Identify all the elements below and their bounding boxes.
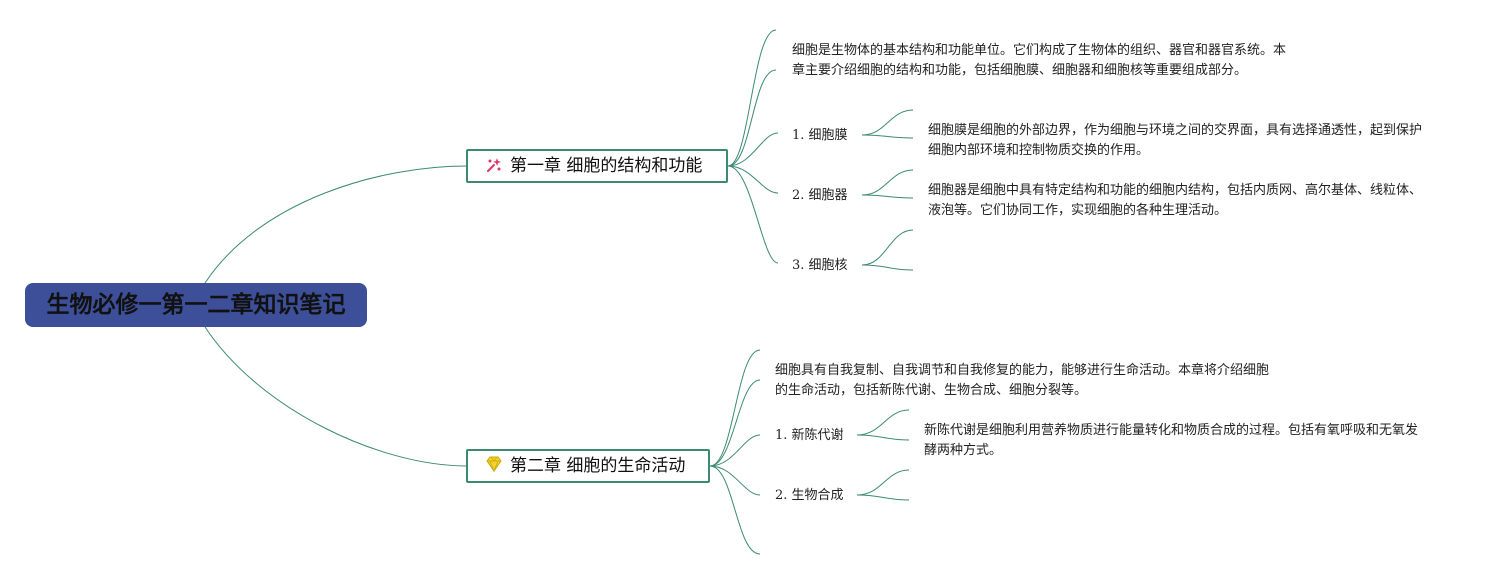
- chapter-1-intro: 细胞是生物体的基本结构和功能单位。它们构成了生物体的组织、器官和器官系统。本章主…: [792, 43, 1287, 78]
- item-number: 3.: [792, 258, 805, 273]
- chapter-2-item-2[interactable]: 2. 生物合成: [775, 487, 844, 505]
- item-label: 细胞膜: [808, 128, 848, 143]
- gem-icon: [484, 454, 504, 474]
- item-number: 1.: [775, 428, 788, 443]
- chapter-1-item-1-detail: 细胞膜是细胞的外部边界，作为细胞与环境之间的交界面，具有选择通透性，起到保护细胞…: [928, 123, 1423, 158]
- sparkle-icon: [484, 154, 504, 174]
- item-number: 2.: [792, 188, 805, 203]
- item-number: 1.: [792, 128, 805, 143]
- chapter-2-topic[interactable]: 第二章 细胞的生命活动: [466, 449, 710, 483]
- chapter-1-item-2-detail: 细胞器是细胞中具有特定结构和功能的细胞内结构，包括内质网、高尔基体、线粒体、液泡…: [928, 183, 1423, 218]
- root-topic[interactable]: 生物必修一第一二章知识笔记: [25, 283, 367, 327]
- item-number: 2.: [775, 488, 788, 503]
- item-label: 生物合成: [791, 488, 844, 503]
- item-label: 细胞核: [808, 258, 848, 273]
- chapter-2-intro: 细胞具有自我复制、自我调节和自我修复的能力，能够进行生命活动。本章将介绍细胞的生…: [775, 363, 1270, 398]
- chapter-1-topic[interactable]: 第一章 细胞的结构和功能: [466, 149, 728, 183]
- item-label: 新陈代谢: [791, 428, 844, 443]
- item-label: 细胞器: [808, 188, 848, 203]
- chapter-2-title: 第二章 细胞的生命活动: [510, 456, 686, 476]
- chapter-1-item-2[interactable]: 2. 细胞器: [792, 187, 848, 205]
- chapter-1-item-3[interactable]: 3. 细胞核: [792, 257, 848, 275]
- root-title: 生物必修一第一二章知识笔记: [46, 292, 346, 318]
- chapter-2-item-1-detail: 新陈代谢是细胞利用营养物质进行能量转化和物质合成的过程。包括有氧呼吸和无氧发酵两…: [924, 423, 1419, 458]
- chapter-1-title: 第一章 细胞的结构和功能: [510, 156, 703, 176]
- chapter-1-item-1[interactable]: 1. 细胞膜: [792, 127, 848, 145]
- chapter-2-item-1[interactable]: 1. 新陈代谢: [775, 427, 844, 445]
